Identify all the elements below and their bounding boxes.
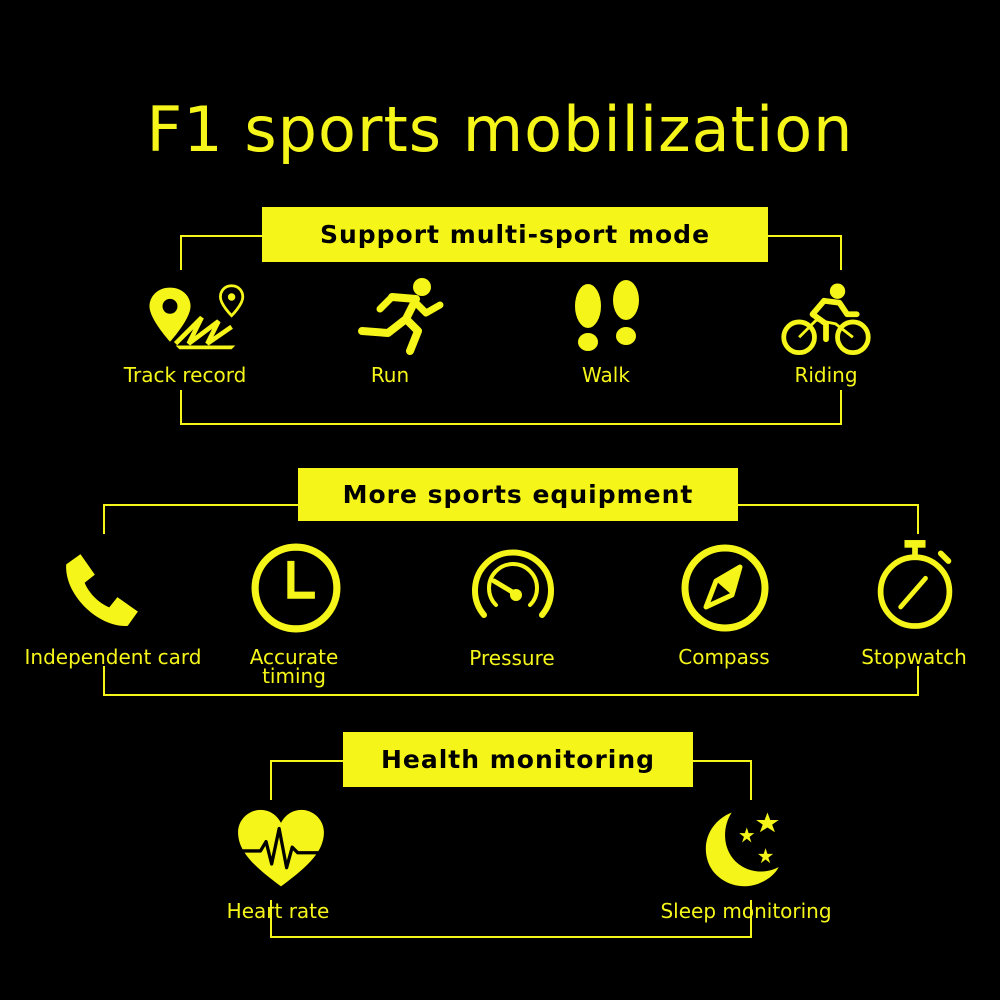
item-label-run: Run <box>370 363 410 387</box>
item-label-stopwatch: Stopwatch <box>861 645 967 669</box>
item-label-track-record: Track record <box>123 363 247 387</box>
section-2-header: More sports equipment <box>298 468 738 521</box>
runner-icon <box>358 278 444 355</box>
item-label-pressure: Pressure <box>469 646 555 670</box>
item-label-walk: Walk <box>582 363 630 387</box>
footprints-icon <box>575 280 639 351</box>
page-title: F1 sports mobilization <box>146 93 854 166</box>
item-label-accurate-timing-line2: timing <box>262 664 326 688</box>
cyclist-icon <box>781 283 871 356</box>
heart-pulse-icon <box>238 809 324 887</box>
phone-icon <box>66 552 140 626</box>
section-3-header: Health monitoring <box>343 732 693 787</box>
item-label-riding: Riding <box>794 363 858 387</box>
item-label-sleep-monitoring: Sleep monitoring <box>660 899 832 923</box>
section-1-frame <box>180 235 842 425</box>
item-label-heart-rate: Heart rate <box>226 899 330 923</box>
clock-icon <box>251 543 341 633</box>
route-pin-icon <box>149 284 245 350</box>
stopwatch-icon <box>877 540 953 629</box>
gauge-icon <box>472 549 554 618</box>
moon-stars-icon <box>705 812 779 887</box>
item-label-independent-card: Independent card <box>24 645 202 669</box>
item-label-accurate-timing-line1: Accurate <box>249 645 339 669</box>
compass-icon <box>681 544 769 632</box>
section-1-header: Support multi-sport mode <box>262 207 768 262</box>
item-label-compass: Compass <box>678 645 770 669</box>
